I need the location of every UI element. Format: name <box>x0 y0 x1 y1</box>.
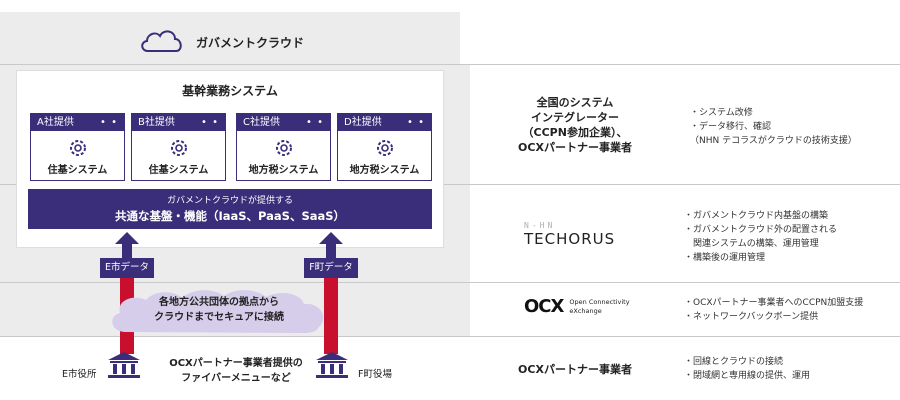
row1-title-line: （CCPN参加企業）、 <box>522 126 628 139</box>
row2-bullets: ・ガバメントクラウド内基盤の構築 ・ガバメントクラウド外の配置される 関連システ… <box>684 209 837 265</box>
divider-2 <box>0 184 900 185</box>
ocx-logo-subtitle: Open Connectivity eXchange <box>569 298 629 316</box>
fiber-menu-caption: OCXパートナー事業者提供の ファイバーメニューなど <box>156 356 316 386</box>
fiber-caption-line1: OCXパートナー事業者提供の <box>169 358 303 369</box>
up-arrow-icon <box>115 232 139 244</box>
cloud-title: ガバメントクラウド <box>196 36 305 50</box>
nhn-logo-mark: N-HN <box>524 221 556 230</box>
ocx-logo: OCX Open Connectivity eXchange <box>524 296 630 317</box>
module-header: B社提供 • • <box>132 114 225 131</box>
row1-title-line: インテグレーター <box>531 111 619 124</box>
e-city-office-label: E市役所 <box>62 369 97 380</box>
bullet-item: ・OCXパートナー事業者へのCCPN加盟支援 <box>684 298 864 308</box>
platform-title: 共通な基盤・機能（IaaS、PaaS、SaaS） <box>114 209 346 223</box>
fiber-caption-line2: ファイバーメニューなど <box>181 373 291 384</box>
f-town-data-label: F町データ <box>304 258 358 278</box>
row4-title: OCXパートナー事業者 <box>500 362 650 377</box>
network-caption-line2: クラウドまでセキュアに接続 <box>154 312 284 323</box>
f-town-connection-line <box>324 278 338 354</box>
e-city-data-label: E市データ <box>100 258 154 278</box>
right-panel-2 <box>470 184 900 282</box>
platform-subtitle: ガバメントクラウドが提供する <box>166 196 293 206</box>
module-header: C社提供 • • <box>237 114 330 131</box>
cloud-header-box <box>0 12 460 64</box>
bullet-item: ・データ移行、確認 <box>690 122 772 132</box>
module-a: A社提供 • • 住基システム <box>30 113 125 181</box>
module-d: D社提供 • • 地方税システム <box>337 113 432 181</box>
techorus-wordmark: TECHORUS <box>524 230 616 248</box>
row1-bullets: ・システム改修 ・データ移行、確認 （NHN テコラスがクラウドの技術支援） <box>690 106 857 148</box>
module-label: 住基システム <box>148 165 209 176</box>
divider-4 <box>0 336 900 337</box>
up-arrow-icon <box>319 232 343 244</box>
gear-icon <box>275 140 292 156</box>
row1-title-line: OCXパートナー事業者 <box>518 141 632 154</box>
row4-bullets: ・回線とクラウドの接続 ・閉域網と専用線の提供、運用 <box>684 355 810 383</box>
module-vendor: A社提供 <box>37 117 74 128</box>
ocx-sub-line1: Open Connectivity <box>569 297 630 306</box>
divider-3 <box>0 282 900 283</box>
bullet-item: ・回線とクラウドの接続 <box>684 357 784 367</box>
office-band <box>0 336 900 400</box>
common-platform-bar: ガバメントクラウドが提供する 共通な基盤・機能（IaaS、PaaS、SaaS） <box>28 189 432 229</box>
row4-title-line: OCXパートナー事業者 <box>518 363 632 376</box>
gear-icon <box>170 140 187 156</box>
row3-bullets: ・OCXパートナー事業者へのCCPN加盟支援 ・ネットワークバックボーン提供 <box>684 296 863 324</box>
module-header: A社提供 • • <box>31 114 124 131</box>
bullet-item: ・ガバメントクラウド外の配置される <box>684 225 838 235</box>
city-hall-building-icon <box>108 352 140 378</box>
module-c: C社提供 • • 地方税システム <box>236 113 331 181</box>
ocx-logo-mark: OCX <box>524 296 564 317</box>
row1-title: 全国のシステム インテグレーター （CCPN参加企業）、 OCXパートナー事業者 <box>500 95 650 155</box>
module-label: 住基システム <box>47 165 108 176</box>
secure-network-cloud <box>112 290 324 333</box>
dots-icon: • • <box>201 117 219 128</box>
core-system-title: 基幹業務システム <box>182 84 278 98</box>
dots-icon: • • <box>306 117 324 128</box>
module-label: 地方税システム <box>248 165 319 176</box>
bullet-item: 関連システムの構築、運用管理 <box>684 239 819 249</box>
bullet-item: ・ガバメントクラウド内基盤の構築 <box>684 211 829 221</box>
bullet-item: （NHN テコラスがクラウドの技術支援） <box>690 136 857 146</box>
dots-icon: • • <box>100 117 118 128</box>
divider-1 <box>0 64 900 65</box>
techorus-logo: N-HN TECHORUS <box>524 221 615 248</box>
module-vendor: C社提供 <box>243 117 280 128</box>
module-label: 地方税システム <box>349 165 420 176</box>
module-vendor: D社提供 <box>344 117 382 128</box>
right-panel-3 <box>470 282 900 336</box>
ocx-sub-line2: eXchange <box>569 306 602 315</box>
network-caption-line1: 各地方公共団体の拠点から <box>159 297 279 308</box>
module-header: D社提供 • • <box>338 114 431 131</box>
bullet-item: ・閉域網と専用線の提供、運用 <box>684 371 811 381</box>
cloud-icon <box>138 26 186 58</box>
town-hall-building-icon <box>316 352 348 378</box>
network-caption: 各地方公共団体の拠点から クラウドまでセキュアに接続 <box>106 295 332 325</box>
dots-icon: • • <box>407 117 425 128</box>
right-panel-1 <box>470 64 900 184</box>
f-town-office-label: F町役場 <box>358 369 392 380</box>
row1-title-line: 全国のシステム <box>536 96 614 109</box>
bullet-item: ・構築後の運用管理 <box>684 253 766 263</box>
module-b: B社提供 • • 住基システム <box>131 113 226 181</box>
arrow-shaft <box>122 244 132 258</box>
gear-icon <box>376 140 393 156</box>
bullet-item: ・ネットワークバックボーン提供 <box>684 312 819 322</box>
arrow-shaft <box>326 244 336 258</box>
gear-icon <box>69 140 86 156</box>
module-vendor: B社提供 <box>138 117 175 128</box>
bullet-item: ・システム改修 <box>690 108 753 118</box>
